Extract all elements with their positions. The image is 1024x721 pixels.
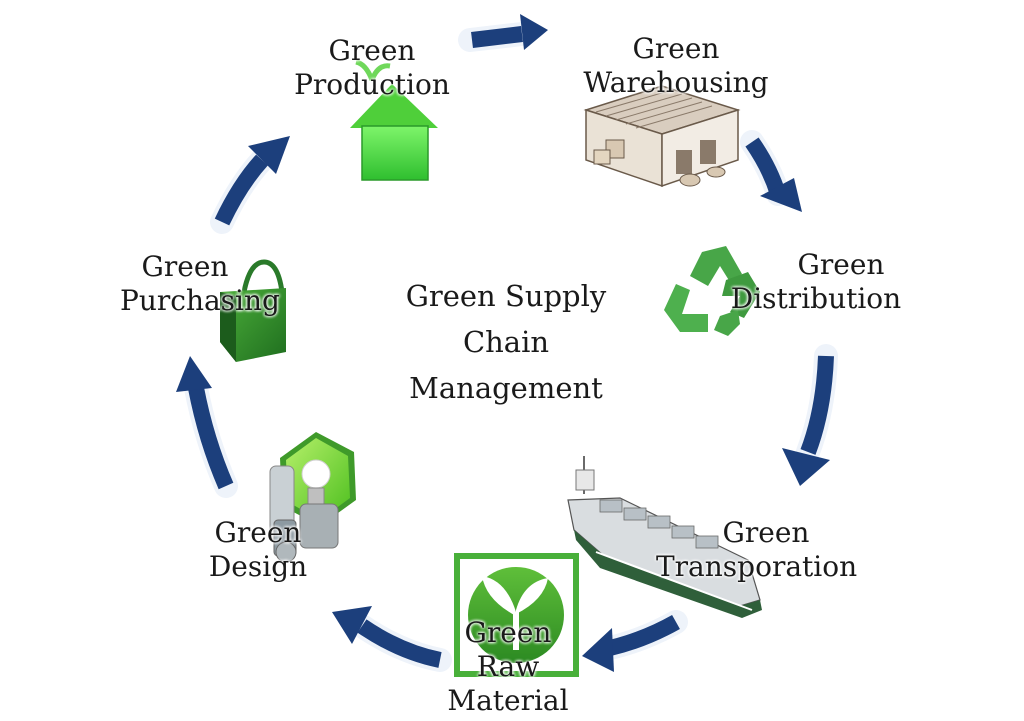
stage-line: Production	[294, 68, 450, 101]
lightbulb-icon	[269, 432, 356, 563]
stage-line: Green	[632, 32, 720, 65]
ship-icon	[567, 456, 762, 618]
stage-line: Green	[328, 34, 416, 67]
stage-line: Green	[141, 250, 229, 283]
shopping-bag-icon	[220, 259, 286, 362]
stage-label-warehousing: Green Warehousing	[580, 32, 772, 100]
plant-icon	[454, 553, 579, 677]
cycle-arrows	[176, 14, 838, 672]
title-line: Chain	[462, 325, 550, 359]
title-line: Green Supply	[405, 279, 607, 313]
arrow-design-to-purchasing	[176, 356, 238, 498]
stage-line: Green	[214, 516, 302, 549]
stage-line: Design	[208, 550, 308, 583]
arrow-distribution-to-transportation	[782, 344, 838, 486]
stage-label-purchasing: Green Purchasing	[120, 250, 280, 318]
stage-line: Transporation	[656, 550, 858, 583]
stage-line: Distribution	[730, 282, 902, 315]
stage-line: Purchasing	[120, 284, 280, 317]
recycle-icon	[664, 246, 760, 336]
stage-line: Green	[797, 248, 885, 281]
stage-line: Green	[722, 516, 810, 549]
arrow-warehousing-to-distribution	[740, 130, 802, 212]
arrow-purchasing-to-production	[210, 136, 290, 234]
stage-line: Green	[464, 616, 552, 649]
arrow-raw-material-to-design	[332, 606, 452, 672]
stage-label-production: Green Production	[284, 34, 460, 102]
warehouse-icon	[583, 85, 741, 188]
stage-label-raw-material: Green Raw Material	[438, 616, 578, 718]
stage-line: Warehousing	[583, 66, 769, 99]
stage-label-transportation: Green Transporation	[656, 516, 858, 584]
stage-line: Raw	[476, 650, 540, 683]
title-line: Management	[409, 371, 603, 405]
arrow-production-to-warehousing	[458, 14, 548, 52]
house-icon	[350, 59, 438, 181]
stage-line: Material	[447, 684, 569, 717]
stage-label-design: Green Design	[198, 516, 318, 584]
arrow-transportation-to-raw-material	[582, 610, 688, 672]
stage-label-distribution: Green Distribution	[728, 248, 904, 316]
diagram-title: Green Supply Chain Management	[396, 273, 616, 411]
